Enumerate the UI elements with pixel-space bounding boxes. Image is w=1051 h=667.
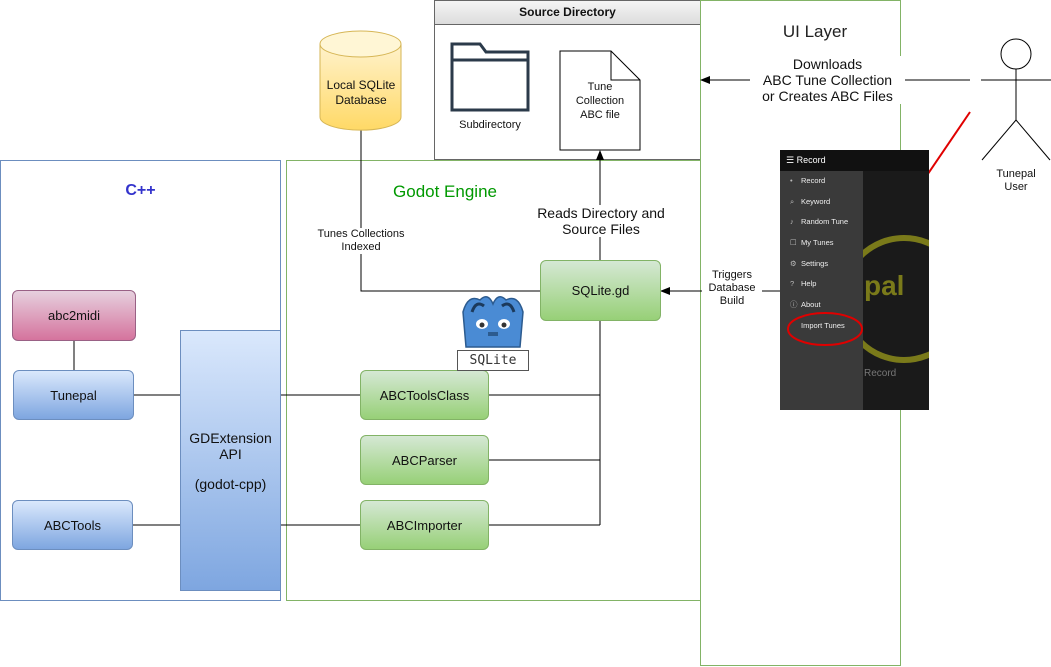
database-label-line1: Local SQLite [326, 78, 396, 92]
triggers-line2: Database [708, 282, 756, 294]
abc-file-label-line2: Collection [575, 95, 625, 107]
tunes-indexed-line1: Tunes Collections [317, 228, 405, 240]
gdextension-api-node: GDExtension API (godot-cpp) [180, 330, 281, 591]
tunepal-logo-text: pal [864, 270, 905, 301]
database-cylinder [319, 30, 402, 131]
user-actor-icon [981, 38, 1051, 161]
reads-directory-line2: Source Files [562, 221, 640, 237]
phone-title-bar: ☰ Record [780, 150, 929, 171]
gear-icon: ⚙ [790, 258, 797, 268]
import-tunes-highlight [787, 312, 863, 346]
folder-icon [450, 42, 530, 112]
triggers-line1: Triggers [712, 269, 752, 281]
godot-engine-title: Godot Engine [393, 182, 497, 201]
abcparser-node: ABCParser [360, 435, 489, 485]
phone-menu-item[interactable]: ☐ My Tunes [780, 233, 863, 254]
subdirectory-label: Subdirectory [459, 119, 521, 131]
gdextension-label-line2: API [219, 445, 242, 462]
tunes-indexed-label: Tunes Collections Indexed [306, 228, 416, 254]
tunes-indexed-line [360, 130, 540, 292]
phone-menu-label: Help [801, 279, 817, 289]
phone-menu-label: My Tunes [801, 238, 834, 248]
actor-label: Tunepal User [980, 168, 1051, 194]
downloads-line3: or Creates ABC Files [762, 88, 893, 104]
abcimporter-node: ABCImporter [360, 500, 489, 550]
abc-file-label-line1: Tune [587, 81, 613, 93]
hamburger-icon[interactable]: ☰ [786, 155, 795, 165]
sqlite-logo-text: SQLite [457, 350, 529, 371]
actor-label-line1: Tunepal [996, 168, 1036, 180]
triggers-line3: Build [719, 295, 745, 307]
tunes-indexed-line2: Indexed [341, 241, 381, 253]
reads-directory-line1: Reads Directory and [537, 205, 665, 221]
abc2midi-node: abc2midi [12, 290, 136, 341]
ui-layer-title: UI Layer [782, 22, 848, 41]
gdextension-label-line3: (godot-cpp) [194, 475, 267, 492]
mic-icon: • [790, 176, 793, 185]
phone-record-text: Record [864, 368, 897, 379]
database-label-line2: Database [335, 93, 387, 107]
phone-menu-label: About [801, 300, 821, 310]
abc-file-label: Tune Collection ABC file [560, 80, 640, 122]
tunepal-node: Tunepal [13, 370, 134, 420]
phone-menu-label: Random Tune [801, 217, 849, 227]
sqlite-logo-icon [462, 296, 524, 348]
note-icon: ♪ [790, 217, 794, 227]
downloads-line1: Downloads [792, 56, 863, 72]
phone-menu-item[interactable]: ⌕ Keyword [780, 192, 863, 213]
phone-title: Record [796, 155, 826, 165]
phone-menu-item[interactable]: • Record [780, 171, 863, 192]
help-icon: ? [790, 279, 795, 289]
phone-menu-item[interactable]: ♪ Random Tune [780, 212, 863, 233]
search-icon: ⌕ [790, 196, 795, 206]
source-directory-title: Source Directory [435, 1, 700, 25]
info-icon: ⓘ [790, 300, 798, 310]
abctoolsclass-node: ABCToolsClass [360, 370, 489, 420]
downloads-label: Downloads ABC Tune Collection or Creates… [750, 56, 905, 104]
phone-menu-label: Record [801, 176, 826, 185]
phone-menu-label: Import Tunes [801, 320, 845, 330]
actor-label-line2: User [1004, 181, 1028, 193]
phone-menu-item[interactable]: ? Help [780, 274, 863, 295]
phone-menu-label: Settings [801, 258, 829, 268]
gdextension-label-line1: GDExtension [189, 429, 272, 446]
tunepal-app-screenshot: pal Record ☰ Record • Record ⌕ Keyword ♪ Rand… [780, 150, 929, 410]
triggers-build-label: Triggers Database Build [702, 269, 762, 308]
abc-file-label-line3: ABC file [580, 109, 620, 121]
database-label: Local SQLite Database [319, 78, 403, 108]
phone-menu: • Record ⌕ Keyword ♪ Random Tune ☐ My Tunes ⚙ Set… [780, 171, 863, 410]
downloads-line2: ABC Tune Collection [762, 72, 893, 88]
abctools-node: ABCTools [12, 500, 133, 550]
document-icon [559, 50, 641, 151]
cpp-title: C++ [125, 182, 156, 199]
phone-menu-label: Keyword [801, 196, 831, 206]
reads-directory-label: Reads Directory and Source Files [530, 205, 672, 237]
tunes-icon: ☐ [790, 238, 797, 248]
phone-menu-item[interactable]: ⚙ Settings [780, 254, 863, 275]
phone-menu-item[interactable]: Import Tunes [780, 316, 863, 337]
sqlite-gd-node: SQLite.gd [540, 260, 661, 321]
